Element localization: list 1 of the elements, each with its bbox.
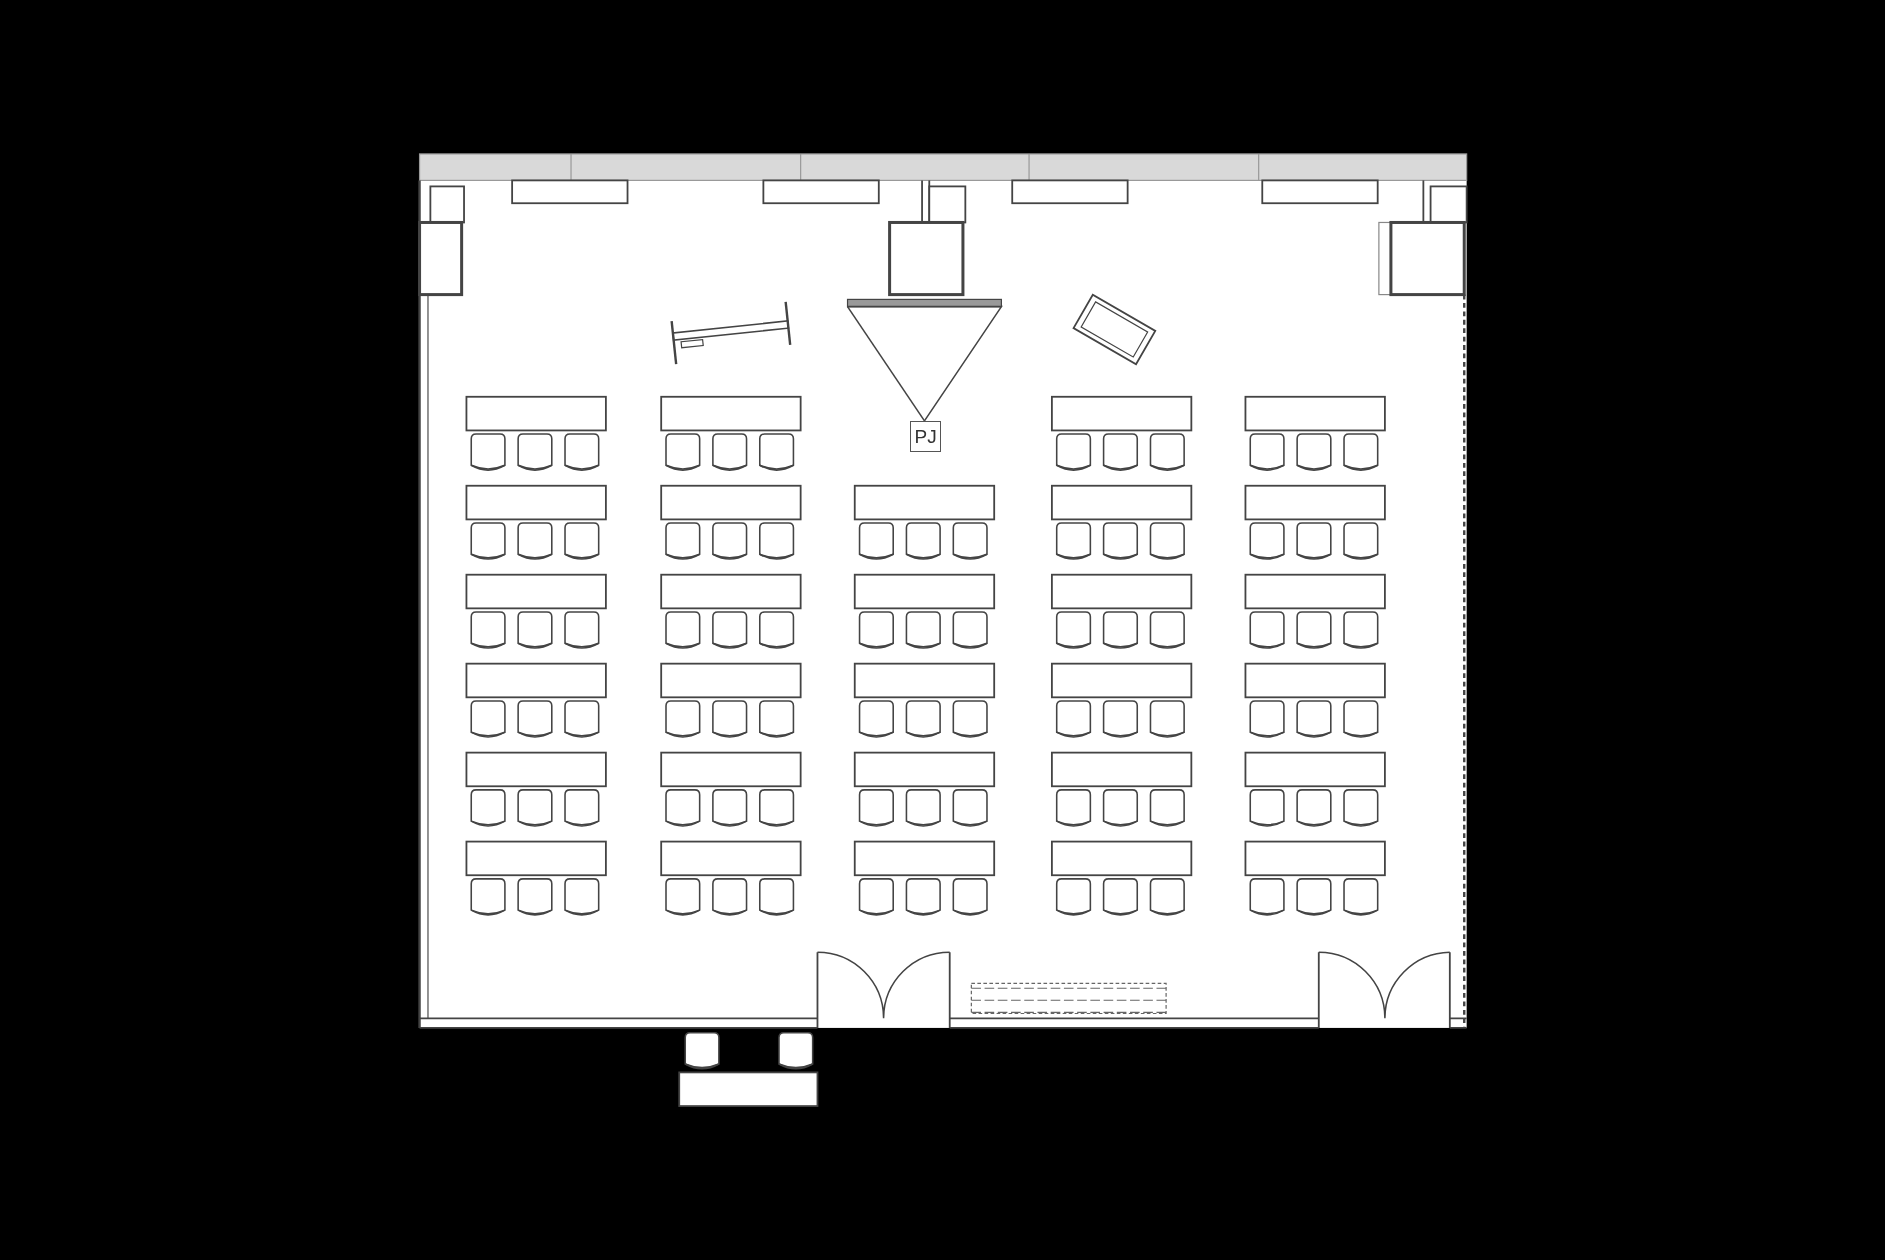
projector-box: PJ xyxy=(910,420,942,452)
